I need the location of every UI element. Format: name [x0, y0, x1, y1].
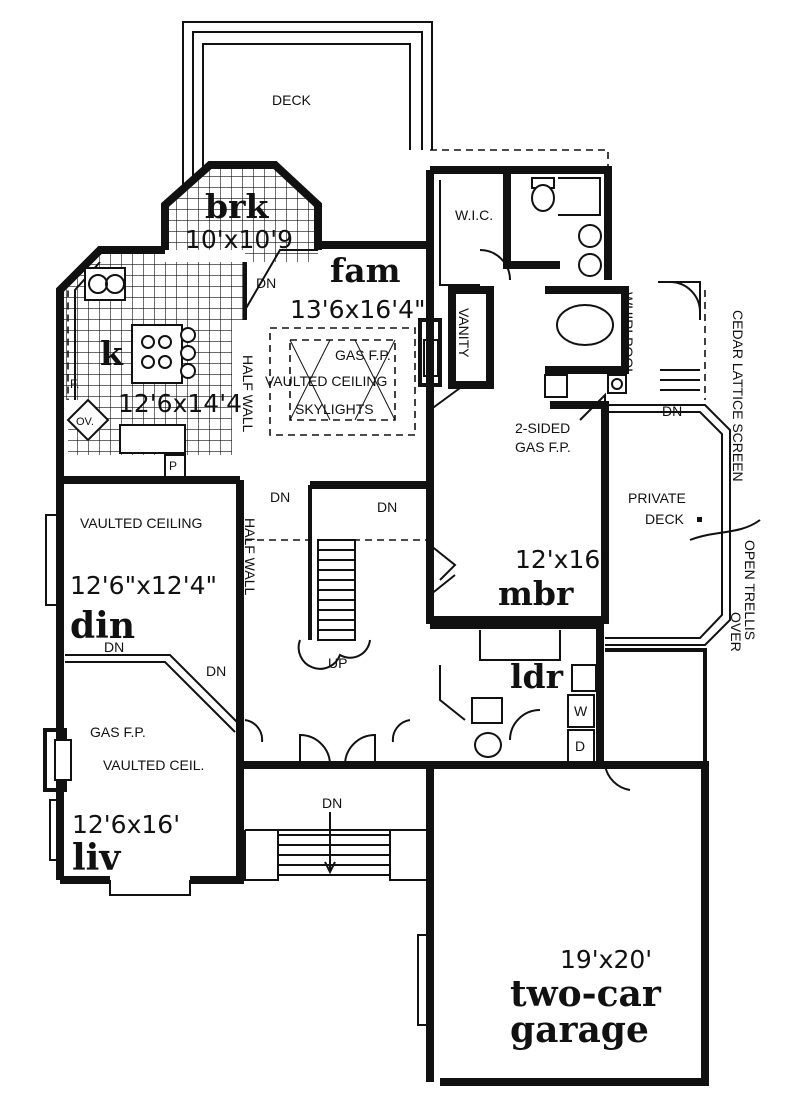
entry-dn: DN [270, 489, 290, 505]
family-vaulted: VAULTED CEILING [265, 373, 387, 389]
laundry-name: ldr [510, 657, 564, 696]
garage: 19'x20' two-car garage [417, 648, 709, 1086]
oven-label: OV. [76, 416, 94, 428]
kitchen-name: k [100, 334, 124, 373]
family-gas-fp: GAS F.P. [335, 347, 391, 363]
garage-line1: two-car [510, 973, 662, 1015]
master-name: mbr [498, 574, 574, 613]
washer-label: W [574, 703, 588, 719]
laundry: ldr W D [430, 621, 604, 769]
garage-line2: garage [510, 1009, 649, 1051]
private-deck-1: PRIVATE [628, 490, 686, 506]
deck-label: DECK [272, 92, 312, 108]
pantry-label: P [169, 459, 177, 473]
master-bedroom: 2-SIDED GAS F.P. 12'x16' mbr [426, 387, 609, 624]
half-wall-label-2: HALF WALL [242, 518, 258, 595]
whirlpool-icon [556, 304, 614, 346]
over-label: OVER [728, 612, 744, 652]
breakfast-name: brk [205, 187, 269, 226]
breakfast-size: 10'x10'9 [185, 225, 293, 254]
wic-label: W.I.C. [455, 207, 493, 223]
dryer-label: D [575, 738, 585, 754]
stair-dn: DN [377, 499, 397, 515]
open-trellis-label: OPEN TRELLIS [742, 540, 758, 640]
kitchen: OV. F. P k 12'6x14'4 [56, 246, 245, 478]
dining-dn-2: DN [206, 663, 226, 679]
living-ceiling: VAULTED CEIL. [103, 757, 204, 773]
kitchen-size: 12'6x14'4 [118, 389, 242, 418]
side-deck: DN [658, 281, 701, 419]
toilet-icon [531, 184, 555, 212]
island-cooktop-icon [131, 324, 183, 384]
private-deck: PRIVATE DECK CEDAR LATTICE SCREEN OPEN T… [605, 290, 761, 652]
front-porch: DN [244, 795, 430, 881]
dining-dn: DN [104, 639, 124, 655]
family-room: fam 13'6x16'4" GAS F.P. VAULTED CEILING … [240, 241, 442, 436]
vanity-label: VANITY [456, 308, 472, 358]
master-size: 12'x16' [515, 545, 607, 574]
whirlpool-label: WHIRLPOOL [620, 292, 636, 376]
porch-dn: DN [322, 795, 342, 811]
half-wall-label-1: HALF WALL [240, 355, 256, 432]
family-size: 13'6x16'4" [290, 295, 425, 324]
living-size: 12'6x16' [72, 810, 180, 839]
garage-size: 19'x20' [560, 945, 652, 974]
family-name: fam [330, 251, 401, 290]
living-room: GAS F.P. VAULTED CEIL. 12'6x16' liv [43, 724, 244, 896]
dining-name: din [70, 605, 135, 647]
breakfast-room: brk 10'x10'9 [161, 161, 322, 262]
stair-up: UP [328, 655, 347, 671]
deck: DECK [182, 21, 433, 250]
oven-icon [66, 398, 110, 442]
dining-size: 12'6"x12'4" [70, 571, 217, 600]
two-sided-fp-2: GAS F.P. [515, 439, 571, 455]
family-skylights: SKYLIGHTS [295, 401, 374, 417]
living-fireplace-icon [54, 739, 72, 781]
dining-ceiling: VAULTED CEILING [80, 515, 202, 531]
private-deck-2: DECK [645, 511, 685, 527]
fridge-label: F. [70, 377, 79, 391]
two-sided-fp-1: 2-SIDED [515, 420, 570, 436]
master-bath: W.I.C. VANITY WHIRLPOOL [426, 149, 636, 410]
cedar-screen-label: CEDAR LATTICE SCREEN [730, 310, 746, 482]
family-dn: DN [256, 275, 276, 291]
entry-hall: UP DN DN HALF WALL [236, 480, 430, 769]
living-name: liv [72, 837, 121, 879]
living-gas-fp: GAS F.P. [90, 724, 146, 740]
